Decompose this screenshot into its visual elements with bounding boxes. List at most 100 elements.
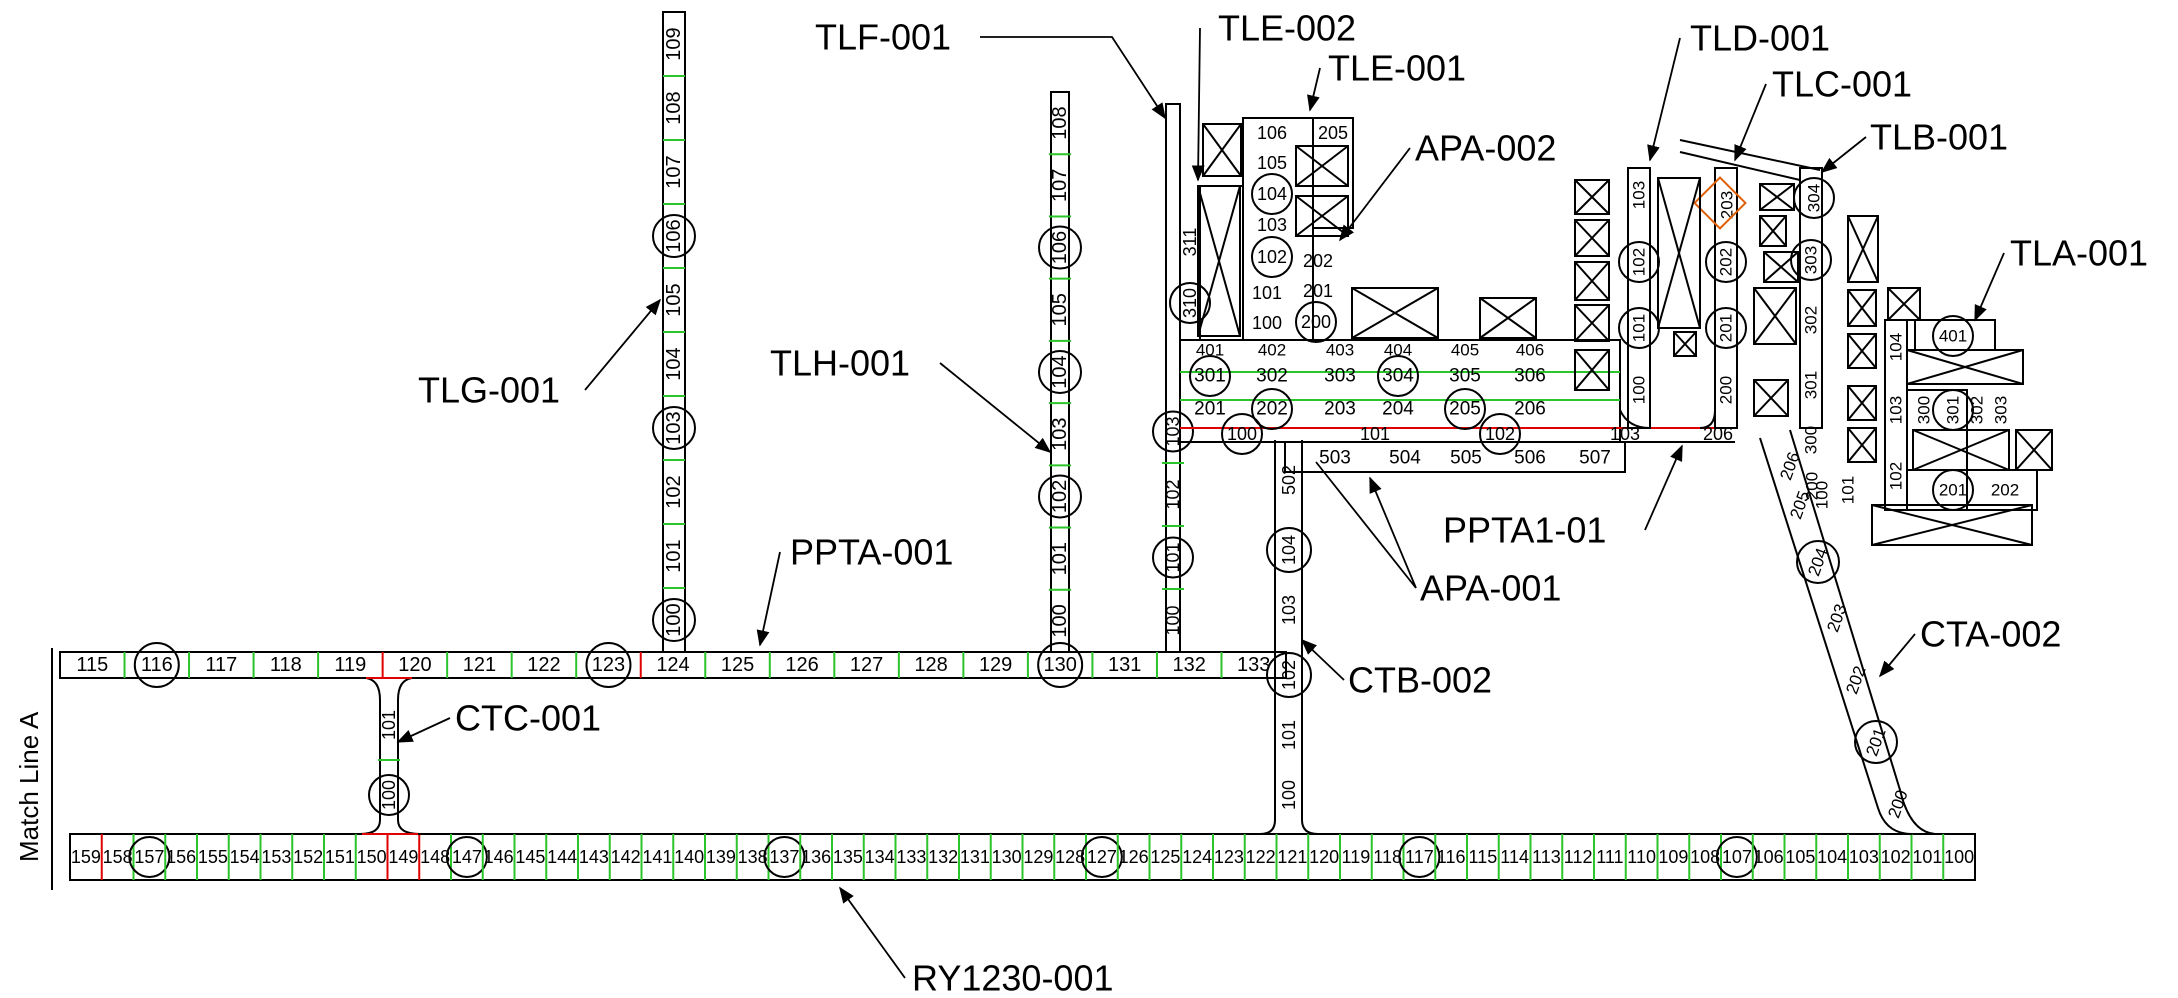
hangar-boxes (1197, 123, 2053, 546)
apron-stand-label: 507 (1579, 448, 1611, 469)
hangar-box-cross (1574, 304, 1610, 342)
lane-segment-label: 107 (1049, 169, 1071, 202)
marker-circle (1169, 282, 1211, 324)
hangar-box-cross (1759, 183, 1795, 211)
callout-label-tlh: TLH-001 (770, 343, 910, 384)
runway-segment-label: 151 (325, 847, 355, 867)
callout-leader (980, 36, 1166, 120)
hangar-box-cross (1673, 331, 1697, 357)
runway-segment-label: 154 (230, 847, 260, 867)
hangar-box (1351, 287, 1439, 339)
callout-leader (756, 551, 781, 647)
hangar-box (1479, 297, 1537, 339)
hangar-box-cross (1295, 145, 1349, 187)
apron-stand-label: 303 (1324, 366, 1356, 387)
hangar-box (1574, 304, 1610, 342)
runway-segment-label: 149 (388, 847, 418, 867)
apron-stand-label: 305 (1449, 366, 1481, 387)
runway-segment-label: 130 (992, 847, 1022, 867)
hangar-box-cross (1753, 379, 1789, 417)
marker-circle (1444, 388, 1486, 430)
hangar-box (1574, 179, 1610, 215)
lane-segment-label: 105 (663, 283, 685, 316)
hangar-box-cross (1574, 349, 1610, 391)
runway-segment-label: 108 (1690, 847, 1720, 867)
callout-label-cta: CTA-002 (1920, 614, 2061, 655)
taxiway-segment-label: 116 (141, 654, 173, 676)
apron-stand-label: 304 (1805, 184, 1824, 212)
taxiway-segment-label: 119 (334, 654, 366, 676)
apron-stand-label: 303 (1802, 246, 1821, 274)
callout-leader (1644, 444, 1683, 531)
runway-segment-label: 114 (1500, 847, 1529, 867)
marker-circle (652, 406, 696, 450)
runway-segment-label: 141 (642, 847, 672, 867)
hangar-box-cross (1847, 333, 1877, 369)
apron-stand-label: 101 (1839, 476, 1858, 504)
runway-segment-label: 155 (198, 847, 228, 867)
marker-circle (1705, 241, 1747, 283)
apron-stand-label: 401 (1196, 341, 1224, 360)
runway-segment-label: 129 (1023, 847, 1053, 867)
callout-label-tlg: TLG-001 (418, 370, 560, 411)
lane-segment-label: 100 (663, 603, 685, 636)
apron-stand-label: 105 (1257, 153, 1287, 173)
hangar-box (1847, 427, 1877, 463)
runway-segment-label: 102 (1881, 847, 1911, 867)
lane-segment-label: 104 (1049, 355, 1071, 388)
apron-stand-label: 201 (1939, 481, 1967, 500)
runway-segment-label: 158 (103, 847, 133, 867)
marker-circle (1932, 315, 1974, 357)
callout-label-ctc: CTC-001 (455, 698, 601, 739)
runway-segment-label: 134 (865, 847, 895, 867)
apron-stand-label: 100 (1227, 424, 1257, 444)
apron-stand-label: 300 (1802, 426, 1821, 454)
connector-segment-label: 103 (1279, 595, 1299, 625)
hangar-box (1912, 429, 2010, 471)
callout-label-tle2: TLE-002 (1218, 8, 1356, 49)
hangar-box-cross (1759, 215, 1787, 247)
apron-stand-label: 101 (1252, 283, 1282, 303)
marker-circle (1251, 388, 1293, 430)
callout-leader (1974, 252, 2005, 322)
hangar-box-cross (1847, 427, 1877, 463)
apron-stand-label: 202 (1991, 481, 2019, 500)
runway-segment-label: 122 (1246, 847, 1276, 867)
apron-stand-label: 301 (1194, 366, 1226, 387)
hangar-box-cross (1351, 287, 1439, 339)
lane-segment-label: 100 (379, 780, 399, 810)
apron-stand-label: 103 (1630, 181, 1649, 209)
apron-stand-label: 203 (1324, 399, 1356, 420)
apron-stand-label: 302 (1968, 396, 1987, 424)
callout-leader (1315, 462, 1417, 589)
callout-label-tlb: TLB-001 (1870, 117, 2008, 158)
runway-segment-label: 135 (833, 847, 863, 867)
apron-stand-label: 205 (1318, 123, 1348, 143)
apron-stand-label: 104 (1257, 184, 1287, 204)
runway-segment-label: 150 (357, 847, 387, 867)
marker-circle (1251, 173, 1293, 215)
hangar-box (1574, 261, 1610, 301)
runway-segment-label: 116 (1437, 847, 1466, 867)
marker-circle (1038, 225, 1082, 270)
runway-segment-label: 120 (1309, 847, 1339, 867)
marker-circle (763, 836, 806, 878)
hangar-box (1847, 289, 1877, 327)
hangar-box (1847, 215, 1879, 283)
lane-segment-label: 102 (663, 475, 685, 508)
lane-segment-label: 106 (663, 219, 685, 252)
apron-stand-label: 206 (1514, 399, 1546, 420)
runway-segment-label: 113 (1532, 847, 1561, 867)
marker-circle (445, 836, 488, 878)
apron-stand-label: 202 (1256, 399, 1288, 420)
runway-segment-label: 148 (420, 847, 450, 867)
hangar-box-cross (1847, 385, 1877, 421)
lane-segment-label: 106 (1049, 231, 1071, 264)
marker-circle (1715, 836, 1758, 878)
runway-segment-label: 153 (261, 847, 291, 867)
hangar-box-cross (1847, 289, 1877, 327)
apron-stand-label: 304 (1382, 366, 1414, 387)
